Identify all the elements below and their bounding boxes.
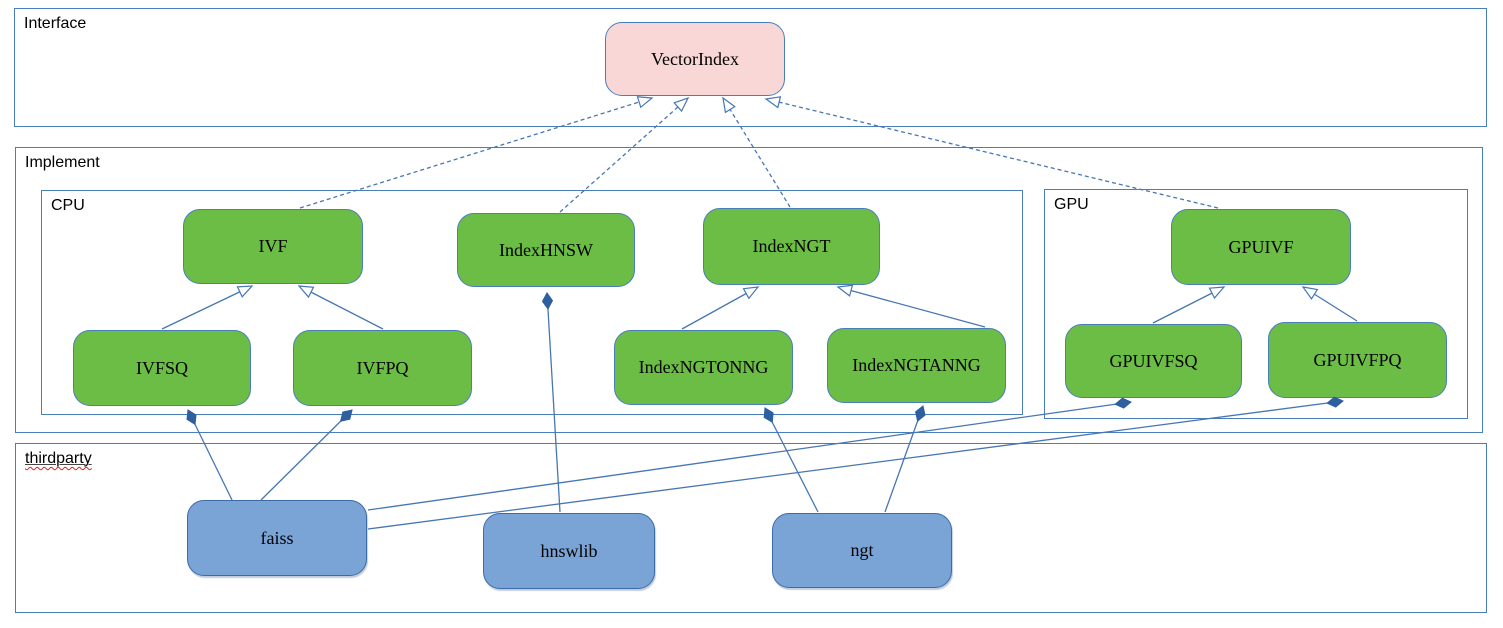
section-label-interface: Interface xyxy=(24,15,87,32)
node-label-IVF: IVF xyxy=(258,236,288,256)
node-label-IndexNGTONNG: IndexNGTONNG xyxy=(638,357,769,377)
node-label-IVFSQ: IVFSQ xyxy=(135,357,188,378)
node-label-hnswlib: hnswlib xyxy=(540,540,598,561)
node-GPUIVFPQ: GPUIVFPQ xyxy=(1268,322,1447,398)
node-label-faiss: faiss xyxy=(260,527,294,548)
node-label-GPUIVF: GPUIVF xyxy=(1228,236,1294,257)
node-IVFSQ: IVFSQ xyxy=(73,330,251,406)
section-label-thirdparty: thirdparty xyxy=(25,450,92,467)
node-hnswlib: hnswlib xyxy=(483,513,655,589)
node-label-IndexHNSW: IndexHNSW xyxy=(499,239,593,260)
node-label-IndexNGTANNG: IndexNGTANNG xyxy=(852,355,981,375)
node-IndexNGTONNG: IndexNGTONNG xyxy=(614,330,793,405)
node-GPUIVF: GPUIVF xyxy=(1171,209,1351,285)
node-IndexHNSW: IndexHNSW xyxy=(457,213,635,287)
node-IVF: IVF xyxy=(183,209,363,284)
node-label-GPUIVFPQ: GPUIVFPQ xyxy=(1313,349,1402,370)
node-label-GPUIVFSQ: GPUIVFSQ xyxy=(1109,350,1198,371)
section-label-cpu: CPU xyxy=(51,197,85,214)
node-faiss: faiss xyxy=(187,500,367,576)
node-label-ngt: ngt xyxy=(850,540,874,560)
node-VectorIndex: VectorIndex xyxy=(605,22,785,96)
section-label-gpu: GPU xyxy=(1054,196,1089,213)
node-IndexNGT: IndexNGT xyxy=(703,208,880,285)
node-label-VectorIndex: VectorIndex xyxy=(651,48,739,69)
section-label-implement: Implement xyxy=(25,154,100,171)
node-label-IVFPQ: IVFPQ xyxy=(356,357,409,378)
node-IndexNGTANNG: IndexNGTANNG xyxy=(827,328,1006,403)
node-IVFPQ: IVFPQ xyxy=(293,330,472,406)
node-ngt: ngt xyxy=(772,513,952,588)
node-GPUIVFSQ: GPUIVFSQ xyxy=(1065,324,1242,398)
node-label-IndexNGT: IndexNGT xyxy=(752,236,831,256)
